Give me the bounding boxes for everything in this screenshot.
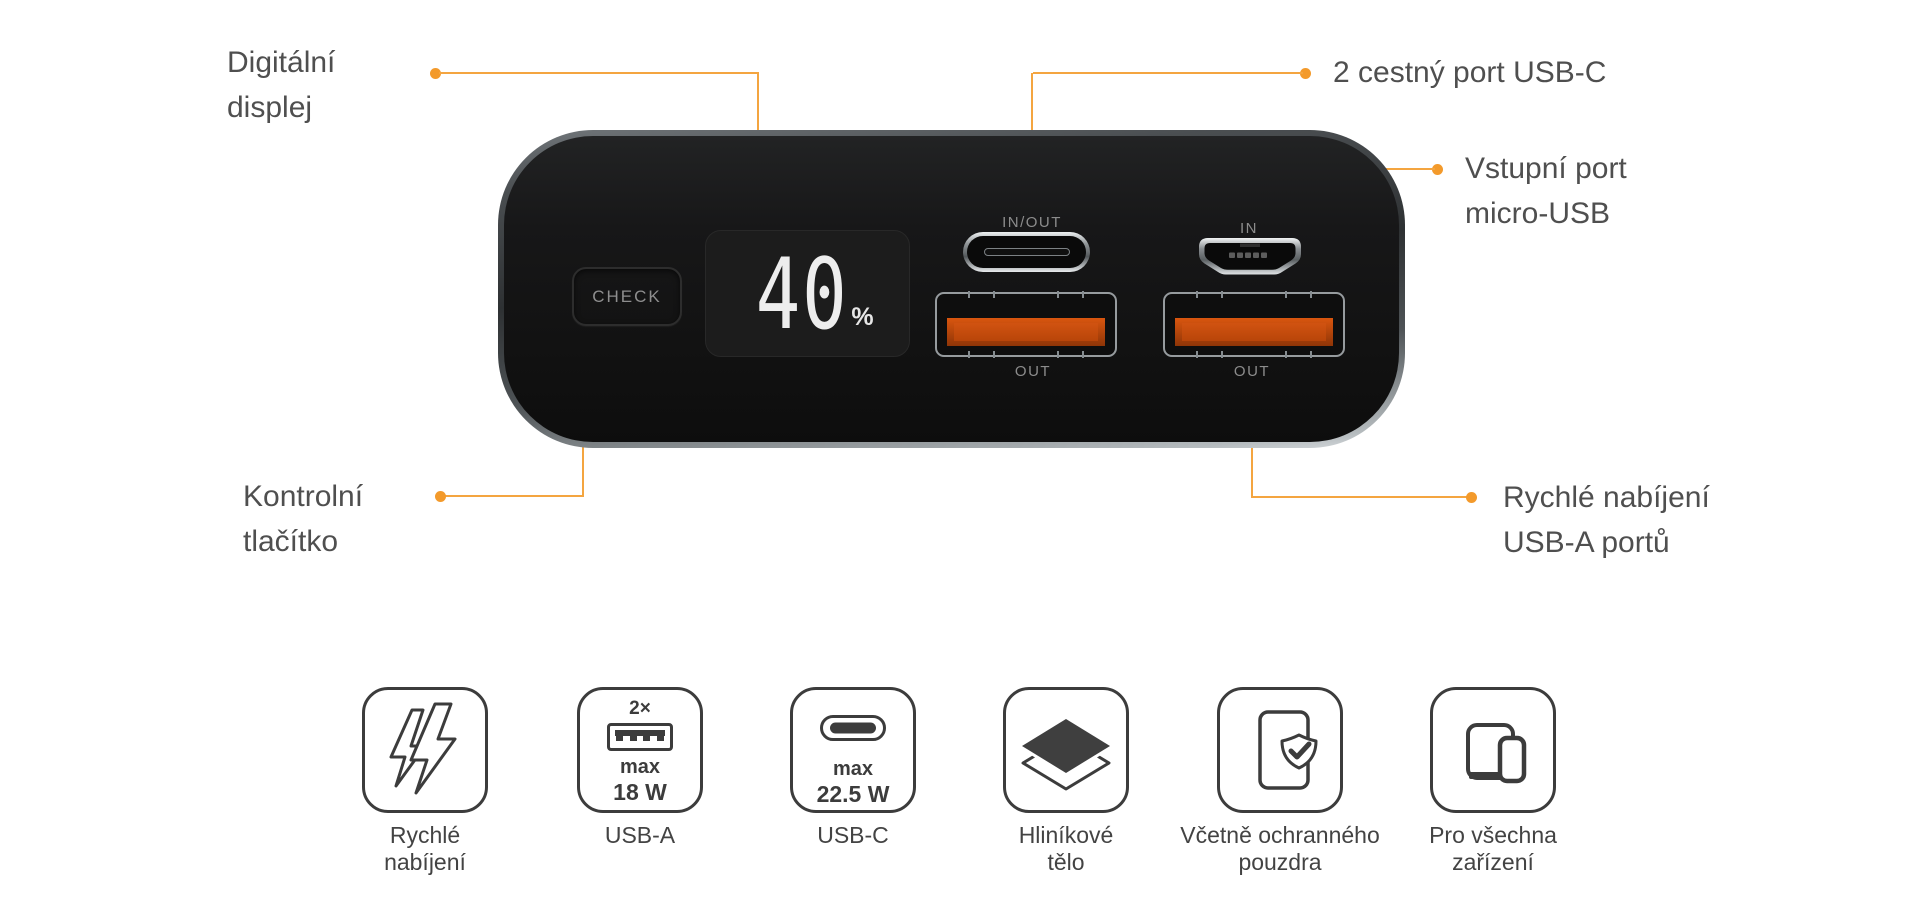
feature-label-line: USB-A bbox=[604, 822, 676, 848]
check-button-label: CHECK bbox=[592, 286, 662, 306]
devices-icon bbox=[1466, 723, 1527, 784]
usb-a-icon-bar bbox=[615, 730, 665, 736]
callout-display-line1: Digitální bbox=[227, 46, 336, 79]
callout-dot bbox=[430, 68, 441, 79]
usb-a-port-1 bbox=[935, 291, 1117, 358]
port-notch bbox=[1285, 291, 1287, 298]
port-notch bbox=[993, 291, 995, 298]
port-notch bbox=[1310, 291, 1312, 298]
feature-label-line: Hliníkové bbox=[1018, 822, 1114, 848]
callout-check-line2: tlačítko bbox=[243, 525, 339, 558]
feature-label-aluminium: Hliníkové tělo bbox=[946, 822, 1186, 876]
callout-check-label: Kontrolní tlačítko bbox=[243, 474, 363, 564]
usb-a-count-badge: 2× bbox=[629, 698, 651, 719]
port-notch bbox=[968, 351, 970, 358]
port-notch bbox=[1221, 351, 1223, 358]
feature-label-usb-c: USB-C bbox=[733, 822, 973, 849]
usb-a-tongue bbox=[947, 318, 1105, 346]
power-bank-body bbox=[504, 136, 1399, 442]
callout-dot bbox=[435, 491, 446, 502]
feature-label-fast-charging: Rychlé nabíjení bbox=[305, 822, 545, 876]
callout-usba-line1: Rychlé nabíjení bbox=[1503, 481, 1710, 514]
port-notch bbox=[1082, 291, 1084, 298]
feature-card-devices bbox=[1430, 687, 1556, 813]
feature-label-line: nabíjení bbox=[384, 849, 466, 875]
callout-usbc-line1: 2 cestný port USB-C bbox=[1333, 56, 1607, 89]
usb-a-port-1-label: OUT bbox=[1014, 363, 1052, 380]
port-notch bbox=[1310, 351, 1312, 358]
usb-a-spec-label: max bbox=[619, 756, 661, 778]
battery-display: 40 % bbox=[705, 230, 910, 357]
port-notch bbox=[1221, 291, 1223, 298]
callout-usba-line2: USB-A portů bbox=[1503, 526, 1670, 559]
callout-usbc-label: 2 cestný port USB-C bbox=[1333, 50, 1606, 95]
feature-label-case: Včetně ochranného pouzdra bbox=[1160, 822, 1400, 876]
callout-line bbox=[1251, 496, 1468, 498]
feature-card-usb-a: 2× max 18 W bbox=[577, 687, 703, 813]
usb-c-spec-value: 22.5 W bbox=[816, 781, 890, 807]
callout-line bbox=[439, 72, 759, 74]
port-notch bbox=[1196, 291, 1198, 298]
callout-micro-line1: Vstupní port bbox=[1465, 152, 1627, 185]
feature-label-line: USB-C bbox=[817, 822, 889, 848]
port-notch bbox=[993, 351, 995, 358]
feature-label-line: Včetně ochranného bbox=[1180, 822, 1380, 848]
port-notch bbox=[1196, 351, 1198, 358]
feature-card-case bbox=[1217, 687, 1343, 813]
usb-c-icon-tongue bbox=[830, 722, 876, 734]
port-notch bbox=[1285, 351, 1287, 358]
usb-a-port-2-label: OUT bbox=[1233, 363, 1271, 380]
port-notch bbox=[1082, 351, 1084, 358]
feature-label-devices: Pro všechna zařízení bbox=[1373, 822, 1613, 876]
lightning-icon bbox=[389, 702, 457, 795]
feature-label-line: pouzdra bbox=[1238, 849, 1322, 875]
usb-c-port bbox=[963, 232, 1090, 272]
usb-a-tongue-face bbox=[954, 323, 1098, 341]
usb-c-port-label: IN/OUT bbox=[1002, 214, 1062, 231]
callout-display-line2: displej bbox=[227, 91, 313, 124]
feature-card-aluminium bbox=[1003, 687, 1129, 813]
usb-a-icon-pins bbox=[616, 736, 664, 741]
usb-c-port-tongue bbox=[983, 248, 1070, 256]
feature-label-line: Rychlé bbox=[389, 822, 461, 848]
usb-a-port-2 bbox=[1163, 291, 1345, 358]
usb-a-tongue bbox=[1175, 318, 1333, 346]
usb-c-icon bbox=[820, 715, 886, 741]
callout-micro-line2: micro-USB bbox=[1465, 197, 1611, 230]
percent-sign: % bbox=[851, 303, 874, 331]
callout-dot bbox=[1432, 164, 1443, 175]
usb-a-tongue-face bbox=[1182, 323, 1326, 341]
usb-c-port-cavity bbox=[967, 236, 1086, 268]
feature-card-usb-c: max 22.5 W bbox=[790, 687, 916, 813]
callout-display-label: Digitální displej bbox=[227, 40, 335, 130]
callout-dot bbox=[1300, 68, 1311, 79]
usb-c-spec-label: max bbox=[832, 758, 874, 780]
port-notch bbox=[1057, 291, 1059, 298]
feature-label-line: Pro všechna bbox=[1429, 822, 1557, 848]
feature-label-usb-a: USB-A bbox=[520, 822, 760, 849]
power-bank-device: CHECK 40 % IN/OUT IN bbox=[498, 130, 1405, 448]
feature-card-fast-charging bbox=[362, 687, 488, 813]
battery-percent-value: 40 bbox=[756, 238, 849, 352]
case-shield-icon bbox=[1258, 710, 1318, 790]
feature-label-line: zařízení bbox=[1452, 849, 1534, 875]
callout-micro-usb-label: Vstupní port micro-USB bbox=[1465, 146, 1627, 236]
micro-usb-port-label: IN bbox=[1240, 220, 1258, 237]
port-notch bbox=[1057, 351, 1059, 358]
usb-a-spec-value: 18 W bbox=[613, 779, 667, 805]
check-button: CHECK bbox=[572, 267, 682, 326]
feature-label-line: tělo bbox=[1047, 849, 1085, 875]
callout-check-line1: Kontrolní bbox=[243, 480, 364, 513]
layers-icon bbox=[1019, 716, 1113, 791]
usb-a-icon bbox=[607, 723, 673, 751]
micro-usb-port bbox=[1199, 238, 1301, 275]
callout-usba-label: Rychlé nabíjení USB-A portů bbox=[1503, 475, 1710, 565]
callout-line bbox=[444, 495, 584, 497]
callout-line bbox=[1033, 72, 1303, 74]
callout-dot bbox=[1466, 492, 1477, 503]
port-notch bbox=[968, 291, 970, 298]
